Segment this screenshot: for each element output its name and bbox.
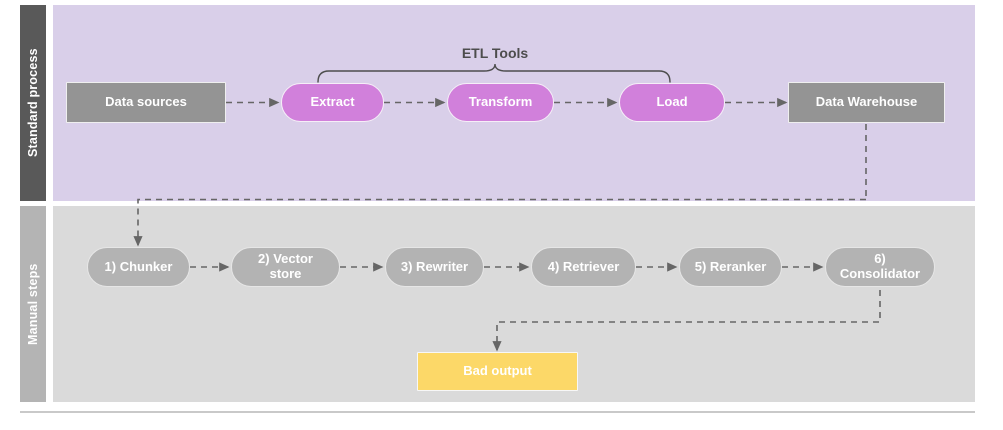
- node-transform[interactable]: Transform: [447, 83, 554, 122]
- node-chunker-label: 1) Chunker: [104, 258, 173, 274]
- node-data-warehouse-label: Data Warehouse: [815, 94, 918, 110]
- node-consolidator[interactable]: 6) Consolidator: [825, 247, 935, 287]
- node-bad-output-label: Bad output: [463, 363, 532, 379]
- etl-tools-label: ETL Tools: [461, 45, 529, 61]
- node-bad-output[interactable]: Bad output: [417, 352, 578, 391]
- node-chunker[interactable]: 1) Chunker: [87, 247, 190, 287]
- node-load[interactable]: Load: [619, 83, 725, 122]
- node-transform-label: Transform: [468, 94, 533, 110]
- bottom-divider: [20, 411, 975, 413]
- node-rewriter-label: 3) Rewriter: [400, 258, 469, 274]
- node-consolidator-label: 6) Consolidator: [839, 251, 921, 281]
- lane-label-manual-steps: Manual steps: [20, 206, 46, 402]
- node-vector-store[interactable]: 2) Vector store: [231, 247, 340, 287]
- node-load-label: Load: [656, 94, 688, 110]
- node-data-warehouse[interactable]: Data Warehouse: [788, 82, 945, 123]
- node-extract[interactable]: Extract: [281, 83, 384, 122]
- lane-label-standard-process: Standard process: [20, 5, 46, 201]
- node-reranker[interactable]: 5) Reranker: [679, 247, 782, 287]
- node-vector-store-label: 2) Vector store: [258, 251, 313, 281]
- node-data-sources-label: Data sources: [105, 94, 187, 110]
- node-extract-label: Extract: [310, 94, 355, 110]
- node-reranker-label: 5) Reranker: [694, 258, 767, 274]
- node-data-sources[interactable]: Data sources: [66, 82, 226, 123]
- node-rewriter[interactable]: 3) Rewriter: [385, 247, 484, 287]
- node-retriever-label: 4) Retriever: [547, 258, 620, 274]
- node-retriever[interactable]: 4) Retriever: [531, 247, 636, 287]
